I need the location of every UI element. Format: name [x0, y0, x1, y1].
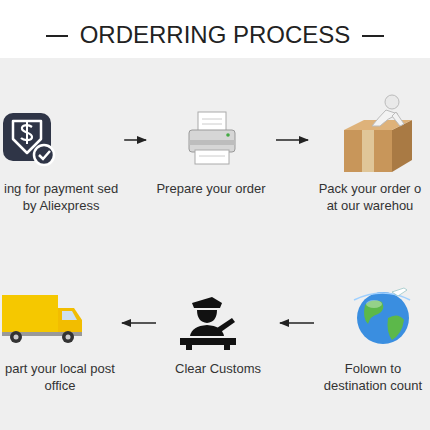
process-step: Pack your order o at our warehou [312, 105, 428, 214]
flow-arrow [124, 139, 146, 141]
globe-icon [354, 288, 410, 344]
flow-arrow [280, 322, 314, 324]
step-label: Prepare your order [150, 180, 272, 197]
truck-icon [2, 295, 82, 343]
printer-icon [189, 112, 235, 164]
step-label: ing for payment sed by Aliexpress [2, 180, 120, 214]
flow-arrow [122, 322, 156, 324]
flow-arrow [276, 139, 308, 141]
process-step: Clear Customs [160, 288, 276, 377]
process-step: ing for payment sed by Aliexpress [2, 105, 120, 214]
process-step: Prepare your order [150, 105, 272, 197]
customs-officer-icon [180, 297, 236, 350]
step-label: Folown to destination count [318, 360, 428, 394]
process-step: part your local post office [2, 288, 118, 394]
step-label: Pack your order o at our warehou [312, 180, 428, 214]
title-text: ORDERRING PROCESS [80, 21, 351, 48]
packing-icon [344, 95, 412, 172]
process-step: Folown to destination count [318, 288, 428, 394]
step-label: Clear Customs [160, 360, 276, 377]
payment-icon [3, 113, 54, 165]
step-label: part your local post office [2, 360, 118, 394]
diagram-title: ORDERRING PROCESS [0, 20, 430, 50]
